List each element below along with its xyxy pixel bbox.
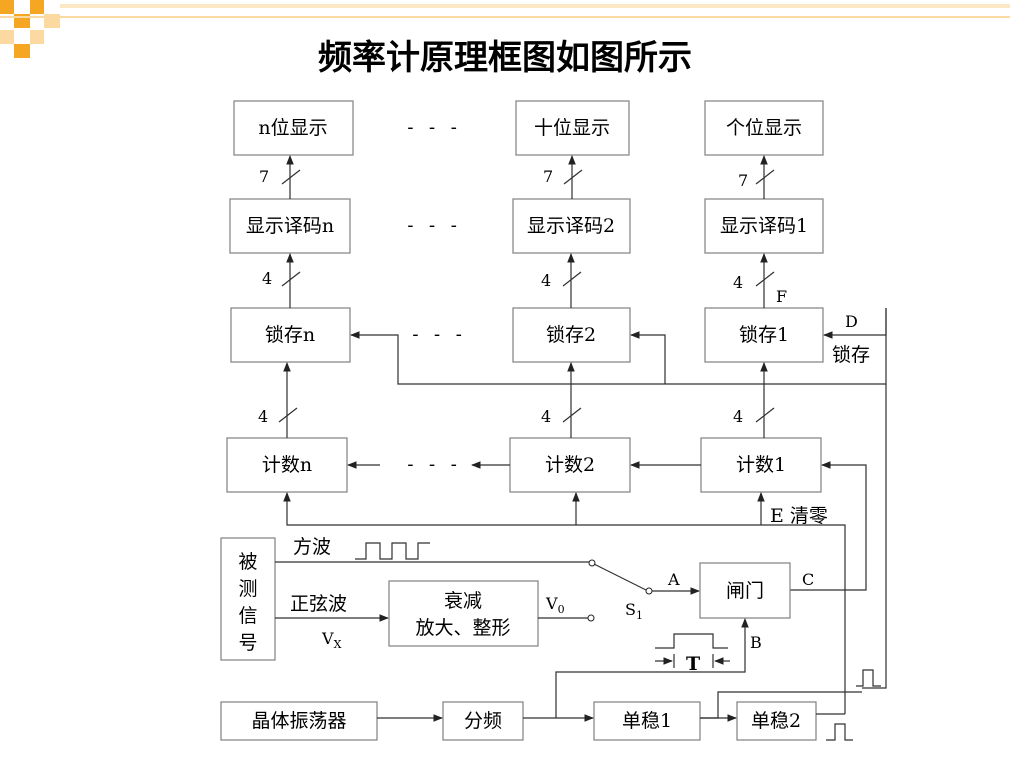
label-sine-wave: 正弦波 — [290, 593, 347, 615]
counter-n-label: 计数n — [262, 454, 312, 476]
latch-2-label: 锁存2 — [546, 324, 596, 346]
attenuator-box — [388, 580, 539, 647]
counter-1-box — [700, 437, 822, 493]
label-T: T — [686, 653, 700, 675]
page-title: 频率计原理框图如图所示 — [318, 38, 692, 78]
attenuator-label-2: 放大、整形 — [415, 617, 510, 639]
label-A: A — [667, 570, 680, 589]
measured-signal-char1: 被 — [238, 551, 257, 573]
oscillator-label: 晶体振荡器 — [251, 710, 346, 732]
pulse-icon-latch — [856, 669, 881, 687]
bus7-n: 7 — [259, 167, 269, 186]
bus4-latch-n: 4 — [262, 269, 272, 288]
label-E-clear: E 清零 — [770, 505, 828, 527]
measured-signal-box — [220, 537, 276, 661]
bus7-2: 7 — [543, 167, 553, 186]
divider-label: 分频 — [464, 710, 502, 732]
display-n-box — [233, 100, 354, 156]
decoder-1-label: 显示译码1 — [720, 215, 808, 237]
latch-1-label: 锁存1 — [739, 324, 789, 346]
label-V0: V0 — [545, 594, 565, 616]
label-F: F — [776, 287, 787, 306]
display-tens-box — [515, 100, 630, 156]
counter-2-box — [509, 437, 631, 493]
decoder-n-label: 显示译码n — [246, 215, 334, 237]
latch-1-box — [704, 307, 824, 363]
gate-pulse-icon — [655, 633, 728, 649]
latch-2-box — [512, 307, 631, 363]
decoder-2-label: 显示译码2 — [527, 215, 615, 237]
label-B: B — [750, 633, 762, 652]
latch-n-label: 锁存n — [265, 324, 315, 346]
divider-box — [442, 701, 524, 741]
label-latch-signal: 锁存 — [832, 344, 870, 366]
display-n-label: n位显示 — [258, 117, 327, 139]
ellipsis-decoders: - - - — [405, 215, 459, 236]
gate-box — [699, 562, 791, 619]
bus4-latch-2: 4 — [541, 271, 551, 290]
mono1-box — [593, 701, 701, 741]
display-tens-label: 十位显示 — [534, 117, 610, 139]
gate-label: 闸门 — [726, 580, 764, 602]
label-D: D — [845, 312, 858, 331]
bus7-1: 7 — [738, 171, 748, 190]
counter-2-label: 计数2 — [545, 454, 595, 476]
display-ones-label: 个位显示 — [726, 117, 802, 139]
mono1-label: 单稳1 — [622, 710, 672, 732]
label-S1: S1 — [625, 600, 643, 622]
decoder-1-box — [704, 198, 824, 254]
ellipsis-counters: - - - — [405, 454, 459, 475]
oscillator-box — [220, 701, 378, 741]
square-wave-icon — [355, 542, 430, 560]
counter-n-box — [226, 437, 348, 493]
label-C: C — [802, 570, 814, 589]
measured-signal-char4: 号 — [238, 632, 257, 654]
display-ones-box — [704, 100, 824, 156]
bus4-count-2: 4 — [541, 407, 551, 426]
bus4-count-1: 4 — [733, 407, 743, 426]
corner-decoration — [0, 0, 1010, 58]
label-square-wave: 方波 — [293, 536, 331, 558]
pulse-icon-clear — [826, 723, 853, 741]
decoder-2-box — [512, 198, 631, 254]
ellipsis-latches: - - - — [410, 324, 464, 345]
ellipsis-displays: - - - — [405, 117, 459, 138]
attenuator-label-1: 衰减 — [444, 590, 482, 612]
mono2-label: 单稳2 — [751, 710, 801, 732]
measured-signal-char2: 测 — [238, 578, 257, 600]
counter-1-label: 计数1 — [736, 454, 786, 476]
decoder-n-box — [229, 198, 351, 254]
bus4-count-n: 4 — [258, 407, 268, 426]
mono2-box — [736, 701, 817, 741]
measured-signal-char3: 信 — [238, 605, 257, 627]
bus4-latch-1: 4 — [733, 273, 743, 292]
label-Vx: VX — [321, 629, 342, 651]
latch-n-box — [230, 307, 351, 363]
